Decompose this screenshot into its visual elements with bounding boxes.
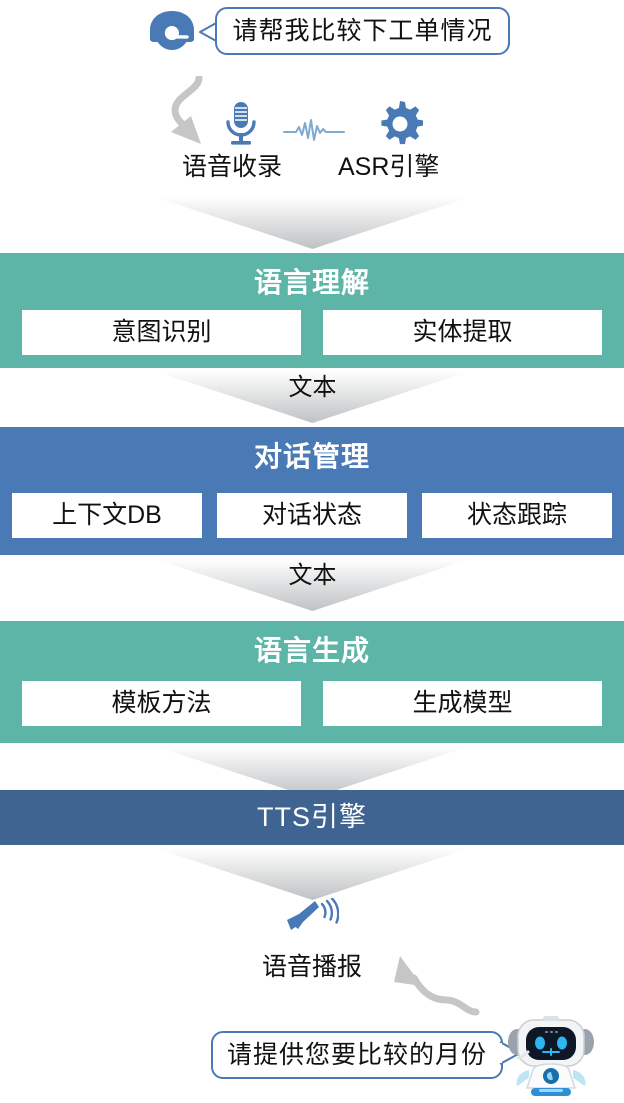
- flow-arrow-2-label: 文本: [288, 374, 337, 401]
- stage-item-context-db[interactable]: 上下文DB: [12, 493, 202, 538]
- curved-arrow-down-icon: [155, 74, 227, 156]
- stage-item-state-tracking[interactable]: 状态跟踪: [422, 493, 612, 538]
- microphone-icon: [222, 100, 260, 148]
- flow-arrow-1: [155, 196, 470, 254]
- gear-icon: [377, 101, 424, 147]
- stage-title-nlu: 语言理解: [253, 267, 370, 298]
- curved-arrow-up-icon: [370, 950, 480, 1018]
- capture-label-asr: ASR引擎: [338, 153, 440, 181]
- stage-title-tts: TTS引擎: [257, 802, 367, 832]
- audio-waveform-icon: [283, 118, 345, 144]
- capture-label-voice: 语音收录: [182, 153, 283, 181]
- flow-arrow-5: [155, 847, 470, 905]
- stage-items-nlg: 模板方法 生成模型: [0, 681, 624, 726]
- speaker-announce-icon: [285, 897, 340, 938]
- stage-block-tts: TTS引擎: [0, 790, 624, 845]
- stage-title-dialog-management: 对话管理: [253, 441, 370, 472]
- robot-assistant-icon: [505, 1012, 597, 1098]
- bot-speech-text: 请提供您要比较的月份: [226, 1040, 487, 1069]
- stage-item-intent-recognition[interactable]: 意图识别: [22, 310, 301, 355]
- user-speech-text: 请帮我比较下工单情况: [232, 16, 493, 45]
- output-label-voice-broadcast: 语音播报: [261, 953, 362, 981]
- flow-arrow-2: 文本: [155, 370, 470, 428]
- flow-arrow-4: [155, 745, 470, 803]
- user-speech-bubble: 请帮我比较下工单情况: [215, 7, 510, 55]
- stage-items-dialog-management: 上下文DB 对话状态 状态跟踪: [0, 493, 624, 538]
- stage-item-generative-model[interactable]: 生成模型: [323, 681, 602, 726]
- bot-speech-bubble: 请提供您要比较的月份: [211, 1031, 503, 1079]
- flow-arrow-3-label: 文本: [288, 562, 337, 589]
- stage-item-dialog-state[interactable]: 对话状态: [217, 493, 407, 538]
- flow-arrow-3: 文本: [155, 558, 470, 616]
- stage-items-nlu: 意图识别 实体提取: [0, 310, 624, 355]
- headset-operator-icon: [139, 6, 205, 58]
- stage-item-entity-extraction[interactable]: 实体提取: [323, 310, 602, 355]
- stage-item-template-method[interactable]: 模板方法: [22, 681, 301, 726]
- stage-title-nlg: 语言生成: [253, 635, 370, 666]
